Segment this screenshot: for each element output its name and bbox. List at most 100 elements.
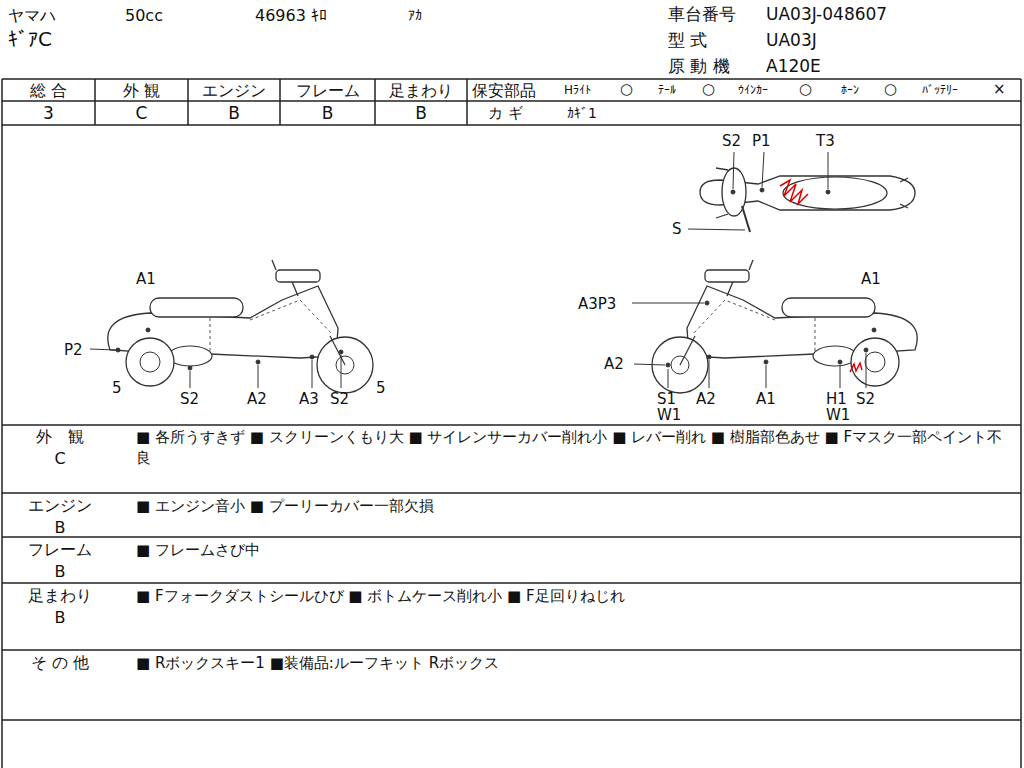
art-line: [466, 79, 468, 125]
callout: A1: [136, 270, 156, 289]
top-leaders: [688, 152, 830, 230]
section-grade: B: [18, 608, 102, 628]
top-view: [700, 168, 915, 232]
field-name: 原 動 機: [668, 56, 730, 77]
art-circle: [760, 188, 764, 192]
safety-item: ﾃｰﾙ: [658, 83, 676, 98]
remarks: ■ エンジン音小 ■ プーリーカバー一部欠損: [136, 496, 1012, 517]
make: ヤマハ: [8, 6, 56, 26]
art-line: [2, 719, 1021, 721]
field-name: 型 式: [668, 30, 707, 51]
art-line: [766, 365, 767, 388]
section-name: エンジン: [18, 496, 102, 516]
art-line: [668, 369, 669, 388]
art-line: [1020, 79, 1022, 768]
field-name: 保安部品: [472, 81, 536, 101]
field-value: A120E: [766, 56, 821, 77]
section-grade: B: [18, 562, 102, 582]
callout: S2: [722, 132, 741, 151]
grade-header: エンジン: [188, 81, 280, 101]
check-mark: ×: [993, 80, 1006, 99]
art-circle: [872, 328, 876, 332]
safety-item: Hﾗｲﾄ: [564, 83, 591, 98]
check-mark: ○: [799, 80, 812, 99]
callout: A3P3: [578, 295, 616, 314]
displacement: 50cc: [125, 6, 163, 26]
section-grade: C: [18, 449, 102, 469]
field-value: UA03J-048607: [766, 4, 887, 25]
art-circle: [310, 355, 314, 359]
safety-item: ｳｲﾝｶｰ: [738, 83, 768, 98]
art-circle: [864, 348, 868, 352]
callout: A2: [696, 390, 716, 409]
art-line: [1, 79, 3, 768]
callout-number: 5: [376, 379, 386, 398]
art-circle: [256, 360, 260, 364]
callout: W1: [826, 406, 850, 425]
art-circle: [838, 360, 842, 364]
table-grid: [2, 79, 1021, 768]
field-value: ｶｷﾞ1: [567, 105, 597, 123]
callout: T3: [816, 132, 835, 151]
callout: P2: [64, 341, 83, 360]
check-mark: ○: [702, 80, 715, 99]
remarks: ■ 各所うすきず ■ スクリーンくもり大 ■ サイレンサーカバー削れ小 ■ レバ…: [136, 427, 1012, 469]
art-path: [780, 180, 808, 204]
callout: A1: [756, 390, 776, 409]
art-circle: [705, 301, 709, 305]
art-line: [733, 152, 734, 189]
field-name: カ ギ: [488, 104, 523, 123]
section-name: 外 観: [18, 427, 102, 447]
art-line: [312, 360, 313, 388]
model: ｷﾞｱC: [8, 27, 52, 52]
callout: S2: [330, 390, 349, 409]
art-line: [374, 79, 376, 125]
art-line: [866, 353, 867, 388]
art-line: [632, 303, 704, 304]
grade-header: 足まわり: [375, 81, 467, 101]
right-leaders: [632, 301, 876, 388]
remarks: ■ Rボックスキー1 ■装備品:ルーフキット Rボックス: [136, 653, 1012, 674]
art-line: [94, 79, 96, 125]
art-line: [2, 582, 1021, 584]
art-line: [840, 365, 841, 388]
art-line: [762, 152, 764, 187]
check-mark: ○: [620, 80, 633, 99]
callout: A3: [299, 390, 319, 409]
section-name: そ の 他: [18, 653, 102, 673]
art-line: [258, 365, 259, 388]
art-line: [190, 371, 191, 388]
remarks: ■ Fフォークダストシールひび ■ ボトムケース削れ小 ■ F足回りねじれ: [136, 586, 1012, 607]
remarks: ■ フレームさび中: [136, 540, 1012, 561]
art-line: [688, 229, 745, 230]
art-line: [2, 78, 1021, 80]
callout: H1: [826, 390, 847, 409]
art-circle: [826, 190, 830, 194]
art-circle: [707, 355, 711, 359]
art-circle: [731, 190, 735, 194]
callout: A2: [604, 355, 624, 374]
art-line: [2, 649, 1021, 651]
grade-value: C: [95, 103, 188, 124]
art-line: [2, 536, 1021, 538]
art-line: [634, 364, 665, 365]
art-line: [2, 124, 1021, 126]
art-path: [742, 206, 750, 232]
art-line: [279, 79, 281, 125]
art-circle: [764, 360, 768, 364]
art-line: [90, 349, 116, 350]
grade-value: B: [188, 103, 280, 124]
art-line: [2, 424, 1021, 426]
callout: A2: [247, 390, 267, 409]
callout: S1: [657, 390, 676, 409]
art-circle: [188, 366, 192, 370]
art-circle: [339, 350, 343, 354]
art-path: [716, 168, 908, 218]
field-name: 車台番号: [668, 4, 736, 25]
callout: W1: [657, 406, 681, 425]
art-line: [828, 152, 829, 189]
field-value: UA03J: [766, 30, 817, 51]
safety-item: ﾊﾞｯﾃﾘｰ: [922, 83, 958, 98]
grade-value: B: [280, 103, 375, 124]
